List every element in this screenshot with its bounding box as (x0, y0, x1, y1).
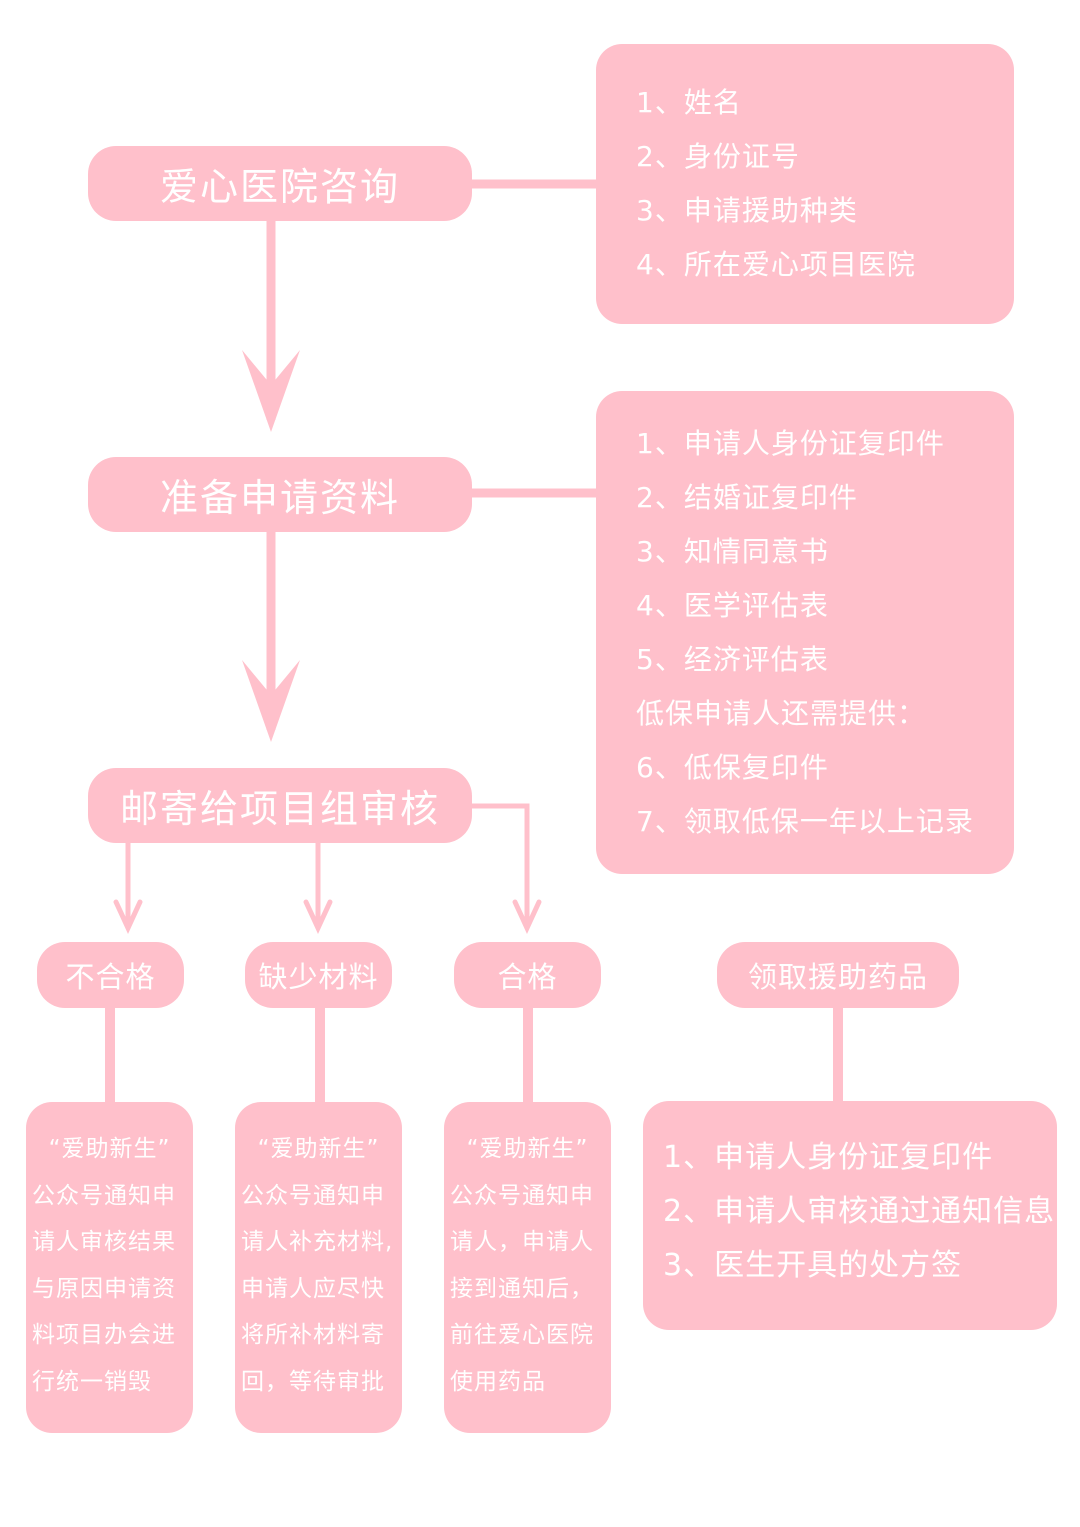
note-line: “爱助新生” (48, 1136, 171, 1162)
receive-info-item: 1、申请人身份证复印件 (663, 1140, 994, 1175)
prepare-info-box: 1、申请人身份证复印件 2、结婚证复印件 3、知情同意书 4、医学评估表 5、经… (596, 391, 1014, 874)
receive-info-box: 1、申请人身份证复印件 2、申请人审核通过通知信息 3、医生开具的处方签 (643, 1101, 1057, 1330)
fail-note-box: “爱助新生” 公众号通知申 请人审核结果 与原因申请资 料项目办会进 行统一销毁 (26, 1102, 193, 1433)
prepare-info-item: 6、低保复印件 (636, 751, 829, 784)
note-line: “爱助新生” (257, 1136, 380, 1162)
arrowhead-down-icon (242, 350, 300, 432)
prepare-info-subheading: 低保申请人还需提供： (636, 697, 927, 730)
prepare-info-item: 3、知情同意书 (636, 535, 829, 568)
note-line: 回，等待审批 (241, 1368, 385, 1395)
note-line: 料项目办会进 (32, 1322, 176, 1348)
consult-info-item: 1、姓名 (636, 86, 742, 119)
step-mail-review: 邮寄给项目组审核 (88, 768, 472, 843)
arrowhead-down-icon (242, 660, 300, 742)
outcome-receive-medicine: 领取援助药品 (717, 942, 959, 1008)
arrowhead-missing-icon (303, 899, 333, 934)
note-line: 使用药品 (450, 1368, 546, 1395)
arrowhead-fail-icon (113, 899, 143, 934)
branch-line-pass (470, 803, 530, 922)
note-line: 公众号通知申 (450, 1182, 594, 1209)
outcome-fail: 不合格 (37, 942, 184, 1008)
note-line: 请人，申请人 (450, 1229, 594, 1255)
arrowhead-pass-icon (512, 899, 542, 934)
note-line: 申请人应尽快 (241, 1275, 385, 1302)
note-line: 接到通知后， (450, 1275, 594, 1302)
receive-info-item: 2、申请人审核通过通知信息 (663, 1194, 1056, 1229)
outcome-pass: 合格 (454, 942, 601, 1008)
consult-info-item: 3、申请援助种类 (636, 194, 858, 227)
prepare-info-item: 1、申请人身份证复印件 (636, 427, 945, 460)
outcome-missing-materials: 缺少材料 (245, 942, 392, 1008)
note-line: 将所补材料寄 (241, 1322, 385, 1348)
step-prepare: 准备申请资料 (88, 457, 472, 532)
receive-info-item: 3、医生开具的处方签 (663, 1248, 963, 1283)
prepare-info-item: 4、医学评估表 (636, 589, 829, 622)
prepare-info-item: 7、领取低保一年以上记录 (636, 805, 974, 838)
note-line: 前往爱心医院 (450, 1322, 594, 1348)
note-line: 行统一销毁 (32, 1368, 152, 1395)
consult-info-item: 4、所在爱心项目医院 (636, 248, 916, 281)
note-line: 请人补充材料, (241, 1229, 394, 1255)
pass-note-box: “爱助新生” 公众号通知申 请人，申请人 接到通知后， 前往爱心医院 使用药品 (444, 1102, 611, 1433)
consult-info-box: 1、姓名 2、身份证号 3、申请援助种类 4、所在爱心项目医院 (596, 44, 1014, 324)
prepare-info-item: 5、经济评估表 (636, 643, 829, 676)
note-line: 请人审核结果 (32, 1229, 176, 1255)
missing-note-box: “爱助新生” 公众号通知申 请人补充材料, 申请人应尽快 将所补材料寄 回，等待… (235, 1102, 402, 1433)
step-consult: 爱心医院咨询 (88, 146, 472, 221)
note-line: 公众号通知申 (32, 1182, 176, 1209)
prepare-info-item: 2、结婚证复印件 (636, 481, 858, 514)
note-line: 公众号通知申 (241, 1182, 385, 1209)
note-line: “爱助新生” (466, 1136, 589, 1162)
note-line: 与原因申请资 (32, 1275, 176, 1302)
consult-info-item: 2、身份证号 (636, 140, 800, 173)
